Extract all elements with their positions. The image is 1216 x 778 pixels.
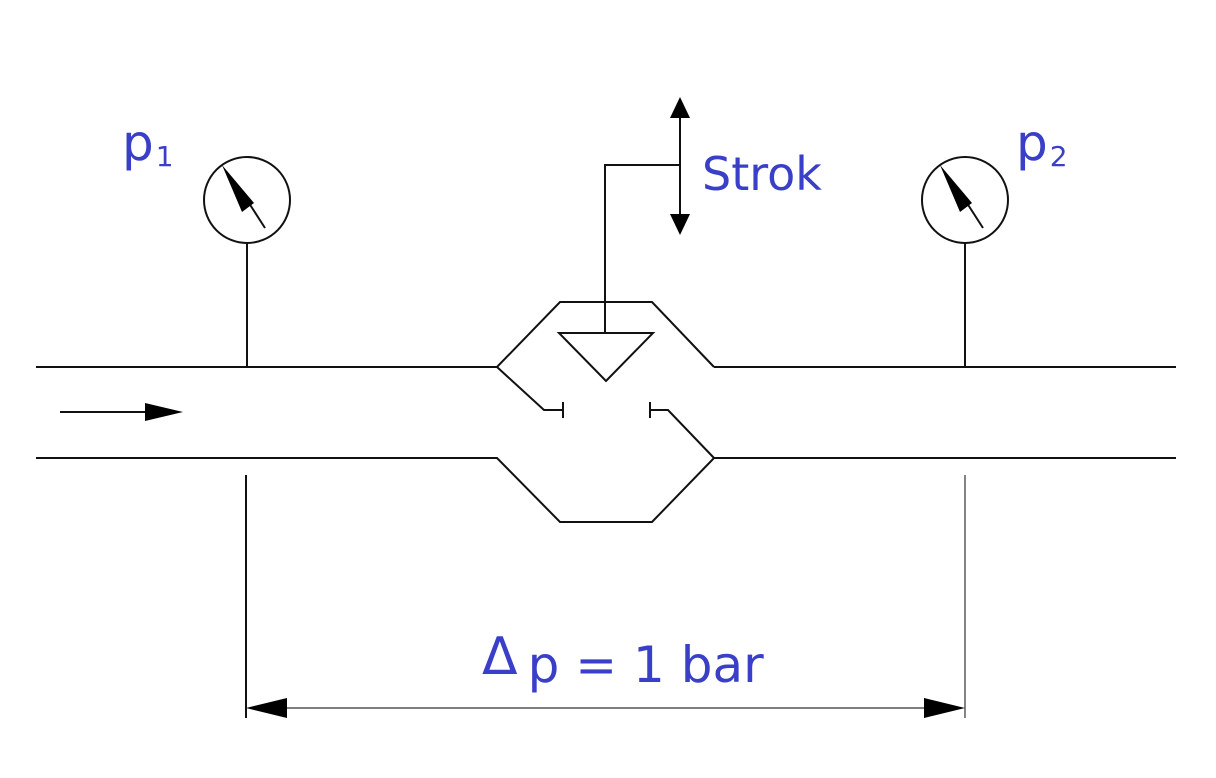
stroke-arrow-icon (670, 97, 690, 235)
valve-seat-right (650, 409, 715, 459)
pipe-top-wall-left (36, 301, 715, 368)
valve-body (496, 164, 715, 459)
valve-seat-left (496, 366, 563, 411)
valve-plug (556, 332, 656, 383)
stroke-label: Strok (702, 147, 822, 201)
pipe (36, 301, 1176, 523)
flow-arrow-icon (60, 403, 183, 421)
pressure-gauge-right-icon (921, 156, 1009, 367)
valve-stem (604, 164, 680, 333)
pipe-bottom-wall (36, 457, 1176, 523)
gauge-left-label: p1 (122, 114, 174, 173)
dimension-arrow-left-icon (246, 698, 287, 718)
gauge-right-label: p2 (1016, 114, 1068, 173)
pressure-drop-dimension (245, 475, 966, 718)
pressure-gauge-left-icon (203, 156, 291, 367)
dimension-arrow-right-icon (924, 698, 965, 718)
